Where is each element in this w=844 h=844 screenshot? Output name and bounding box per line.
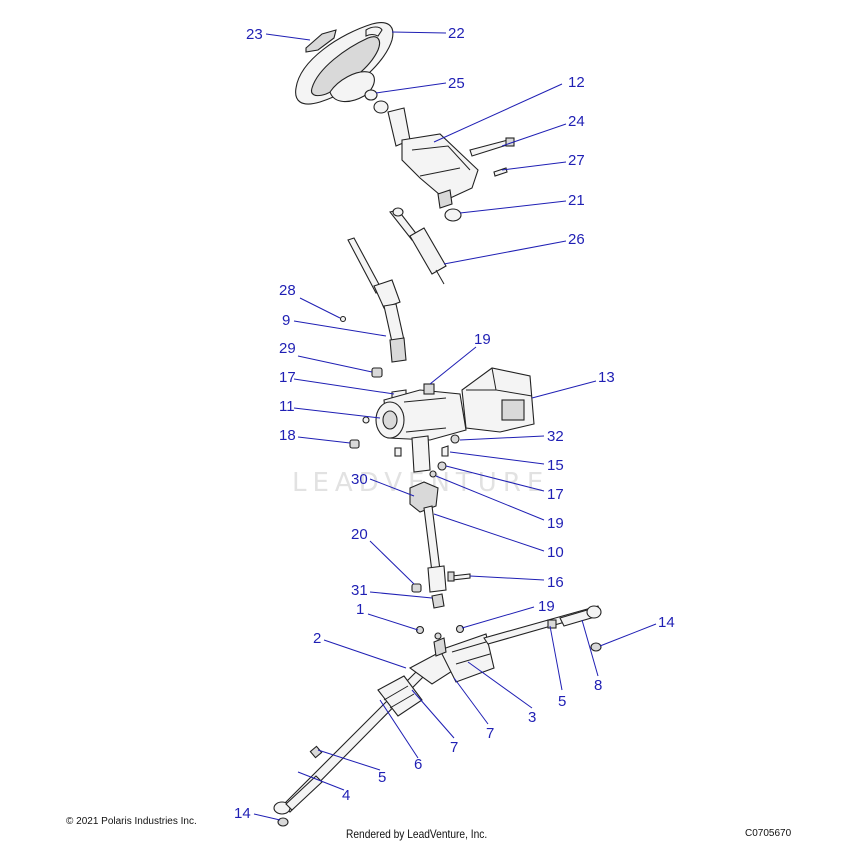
callout-28: 28 [279,282,296,299]
controller-cover [461,367,535,433]
figure-code: C0705670 [745,828,792,839]
upper-steering-shaft [347,237,407,363]
rack-hardware [415,624,465,640]
callout-25: 25 [448,75,465,92]
steering-wheel [295,22,394,105]
tie-rod-ends [273,605,602,815]
callout-8: 8 [594,677,602,694]
nut-20 [411,583,422,593]
callout-29: 29 [279,340,296,357]
callout-26: 26 [568,231,585,248]
column-bracket [387,107,479,209]
callout-12: 12 [568,74,585,91]
callout-3: 3 [528,709,536,726]
callout-19-b: 19 [547,515,564,532]
rendered-by-notice: Rendered by LeadVenture, Inc. [346,827,488,841]
callout-1: 1 [356,601,364,618]
callout-23: 23 [246,26,263,43]
horn-cap [305,29,337,53]
callout-27: 27 [568,152,585,169]
callout-19-a: 19 [474,331,491,348]
callout-16: 16 [547,574,564,591]
callout-10: 10 [547,544,564,561]
washer-28 [339,315,347,323]
leader-lines [253,31,657,821]
nut-14-right [590,642,602,652]
callout-4: 4 [342,787,350,804]
bolt-24 [469,137,515,157]
callout-21: 21 [568,192,585,209]
bushing [373,100,389,114]
small-hardware [394,434,460,478]
callout-5-a: 5 [558,693,566,710]
nut-14-bottom [277,817,289,827]
callout-17-b: 17 [547,486,564,503]
callout-2: 2 [313,630,321,647]
callout-30: 30 [351,471,368,488]
callout-15: 15 [547,457,564,474]
nut-18 [349,439,360,449]
callout-32: 32 [547,428,564,445]
intermediate-shaft [409,435,447,609]
callout-20: 20 [351,526,368,543]
callout-5-b: 5 [378,769,386,786]
callout-31: 31 [351,582,368,599]
callout-22: 22 [448,25,465,42]
callout-14-a: 14 [658,614,675,631]
callout-6: 6 [414,756,422,773]
bushing-21 [444,208,462,222]
callout-7-a: 7 [450,739,458,756]
callout-9: 9 [282,312,290,329]
callout-13: 13 [598,369,615,386]
gas-strut [389,207,447,285]
nut-25 [364,89,378,101]
callout-17-a: 17 [279,369,296,386]
callout-19-c: 19 [538,598,555,615]
callout-14-b: 14 [234,805,251,822]
bolt-16 [447,571,471,582]
callout-11: 11 [279,398,295,415]
callout-18: 18 [279,427,296,444]
callout-24: 24 [568,113,585,130]
parts-art [273,22,602,827]
copyright-notice: © 2021 Polaris Industries Inc. [66,816,197,827]
nut-29 [371,367,383,378]
callout-numbers: 23 22 25 12 24 27 21 26 28 9 29 19 13 17… [234,25,675,822]
callout-7-b: 7 [486,725,494,742]
power-steering-unit [362,383,467,441]
